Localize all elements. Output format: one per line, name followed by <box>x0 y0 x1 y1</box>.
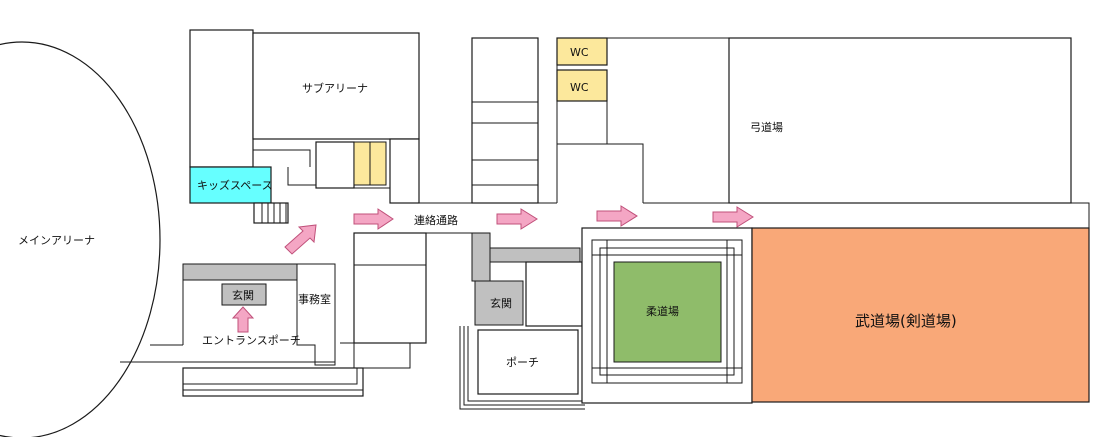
kids-space-room[interactable] <box>189 166 272 204</box>
budo-hall-room[interactable] <box>751 227 1090 403</box>
east-porch-outline-1 <box>459 326 585 410</box>
west-entrance-box[interactable] <box>221 283 267 306</box>
east-mid-walls <box>556 38 644 203</box>
west-column <box>189 29 254 168</box>
corridor-label: 連絡通路 <box>414 213 458 227</box>
west-annex <box>389 138 420 204</box>
yellow-stall-1 <box>353 141 371 186</box>
office-label: 事務室 <box>298 292 331 306</box>
diagonal-arrow <box>284 224 317 255</box>
west-stalls <box>315 141 355 189</box>
judo-hall-frame-lines <box>592 240 742 383</box>
east-porch-label: ポーチ <box>506 356 539 369</box>
west-inner-walls <box>253 138 390 189</box>
corridor-arrow-4 <box>712 206 754 228</box>
east-entrance-label: 玄関 <box>490 296 512 310</box>
main-arena-label: メインアリーナ <box>18 234 95 247</box>
west-entrance-bar <box>182 263 298 281</box>
east-left-block <box>471 37 539 204</box>
budo-hall-label: 武道場(剣道場) <box>855 312 957 330</box>
stairs <box>253 202 289 224</box>
sub-arena-label: サブアリーナ <box>302 81 368 95</box>
stairs-treads <box>261 203 287 223</box>
judo-hall-frame-inner <box>599 247 735 376</box>
west-entrance-label: 玄関 <box>232 288 254 302</box>
corridor-arrow-1 <box>353 208 394 230</box>
archery-hall-room[interactable] <box>728 37 1072 204</box>
central-block <box>353 232 427 344</box>
east-entrance-box[interactable] <box>474 280 524 326</box>
east-entrance-gray-bar <box>471 232 491 282</box>
judo-mat <box>613 261 722 363</box>
yellow-stall-2 <box>369 141 387 186</box>
east-side-room <box>525 261 583 327</box>
east-left-divisions <box>472 101 538 186</box>
wc-room-1[interactable] <box>556 37 608 66</box>
wc-label-2: WC <box>570 81 589 94</box>
east-entrance-gray-l <box>489 247 581 263</box>
archery-hall-label: 弓道場 <box>750 120 783 134</box>
corridor-walls <box>419 202 1090 234</box>
judo-hall-label: 柔道場 <box>646 304 679 318</box>
wc-label-1: WC <box>570 46 589 59</box>
west-porch-label: エントランスポーチ <box>202 334 301 347</box>
wc-room-2[interactable] <box>556 69 608 102</box>
west-platform <box>182 367 364 397</box>
west-platform-steps <box>183 368 363 391</box>
east-porch-outline-3 <box>467 326 585 402</box>
judo-hall-frame-outer <box>591 239 743 384</box>
kids-space-label: キッズスペース <box>197 178 273 192</box>
east-porch-room[interactable] <box>477 329 579 395</box>
east-porch-outline-2 <box>463 326 585 406</box>
entrance-up-arrow <box>231 306 255 333</box>
main-arena-shape[interactable] <box>0 41 161 437</box>
corridor-arrow-3 <box>596 205 638 227</box>
corridor-arrow-2 <box>496 208 538 230</box>
west-porch-outline <box>120 264 335 363</box>
office-outline <box>296 263 336 366</box>
central-block-inner <box>340 264 426 369</box>
sub-arena-room[interactable] <box>252 32 420 140</box>
